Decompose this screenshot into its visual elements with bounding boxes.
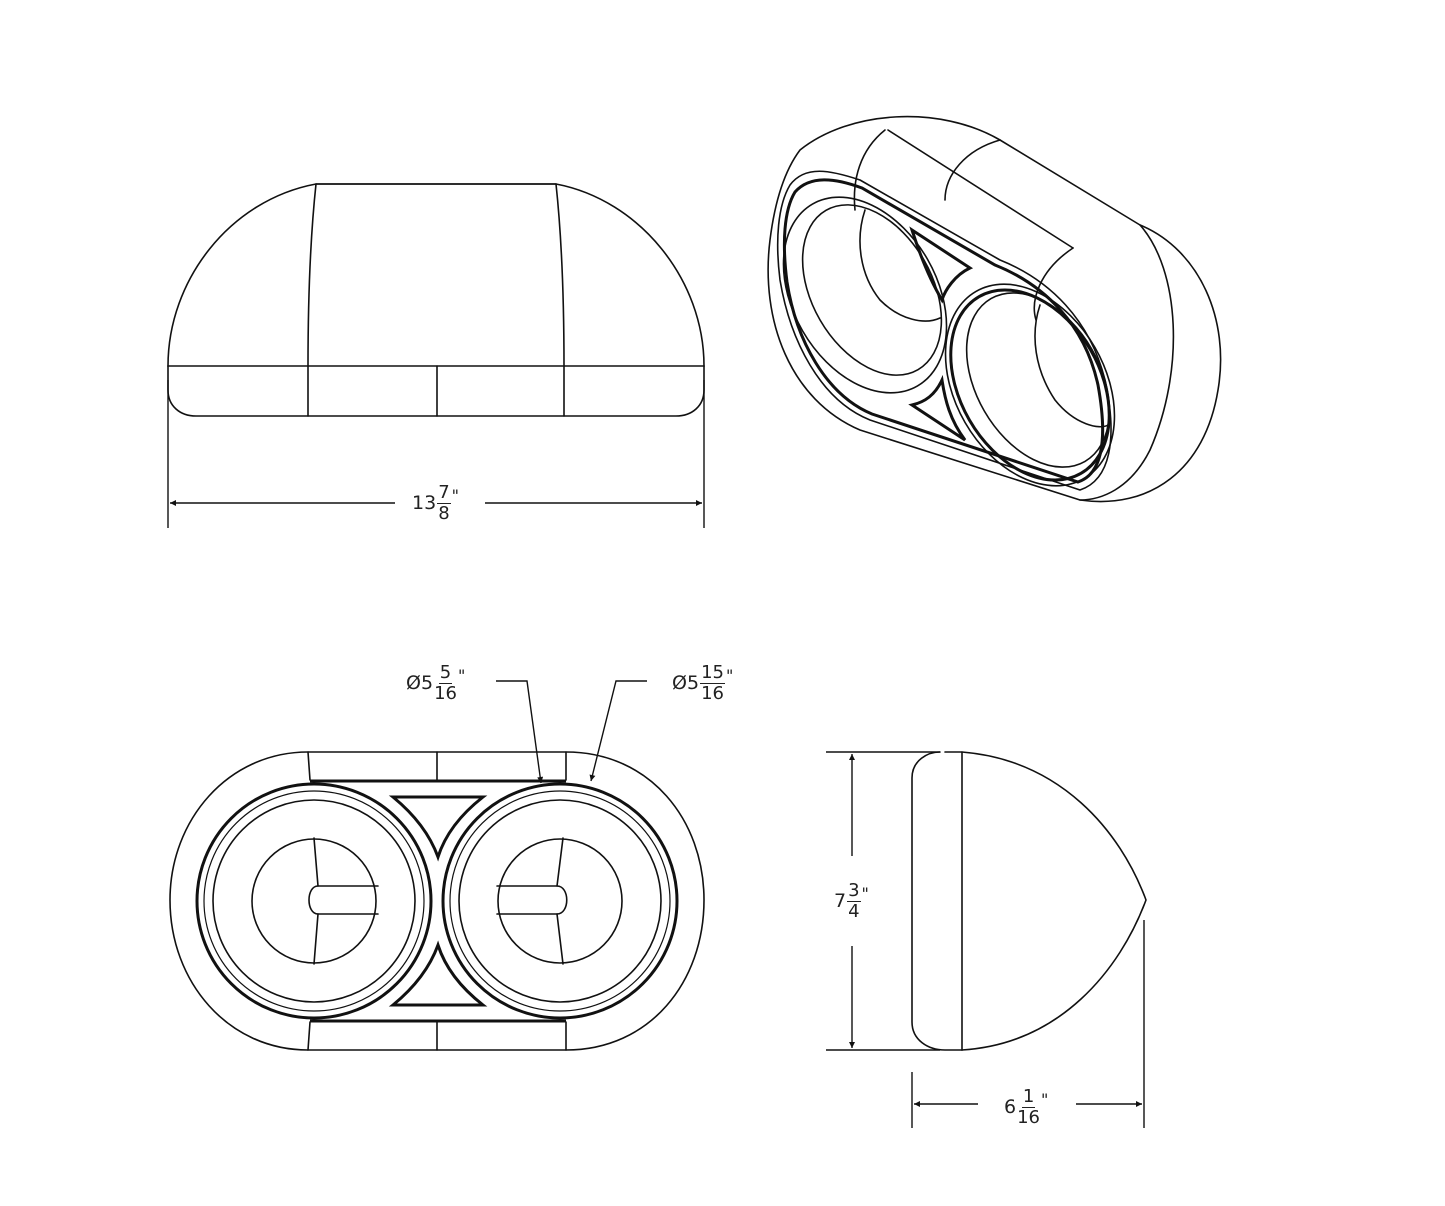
fraction-denominator: 16 (1017, 1107, 1040, 1128)
dimension-unit: " (1041, 1089, 1049, 1109)
fraction-denominator: 16 (434, 683, 457, 704)
side-view (826, 751, 1147, 1128)
dimension-whole: 6 (1004, 1096, 1017, 1118)
dimension-unit: " (457, 665, 466, 685)
dimension-unit: " (861, 883, 869, 903)
top-view (169, 680, 705, 1051)
fraction-numerator: 5 (438, 662, 453, 684)
fraction-numerator: 1 (1021, 1086, 1036, 1108)
fraction-numerator: 15 (700, 662, 725, 684)
diameter-symbol: Ø (672, 672, 687, 694)
dimension-whole: 5 (420, 672, 434, 694)
fraction-denominator: 8 (438, 503, 450, 524)
fraction-denominator: 4 (848, 901, 860, 922)
dimension-unit: " (451, 485, 459, 505)
fraction-numerator: 7 (437, 482, 451, 504)
fraction-numerator: 3 (847, 880, 861, 902)
dimension-whole: 5 (686, 672, 700, 694)
dimension-whole: 7 (834, 890, 847, 912)
dimension-unit: " (725, 665, 734, 685)
front-view (167, 183, 705, 528)
fraction-denominator: 16 (701, 683, 724, 704)
diameter-symbol: Ø (406, 672, 421, 694)
isometric-view (767, 115, 1222, 503)
dimension-whole: 13 (412, 492, 437, 514)
